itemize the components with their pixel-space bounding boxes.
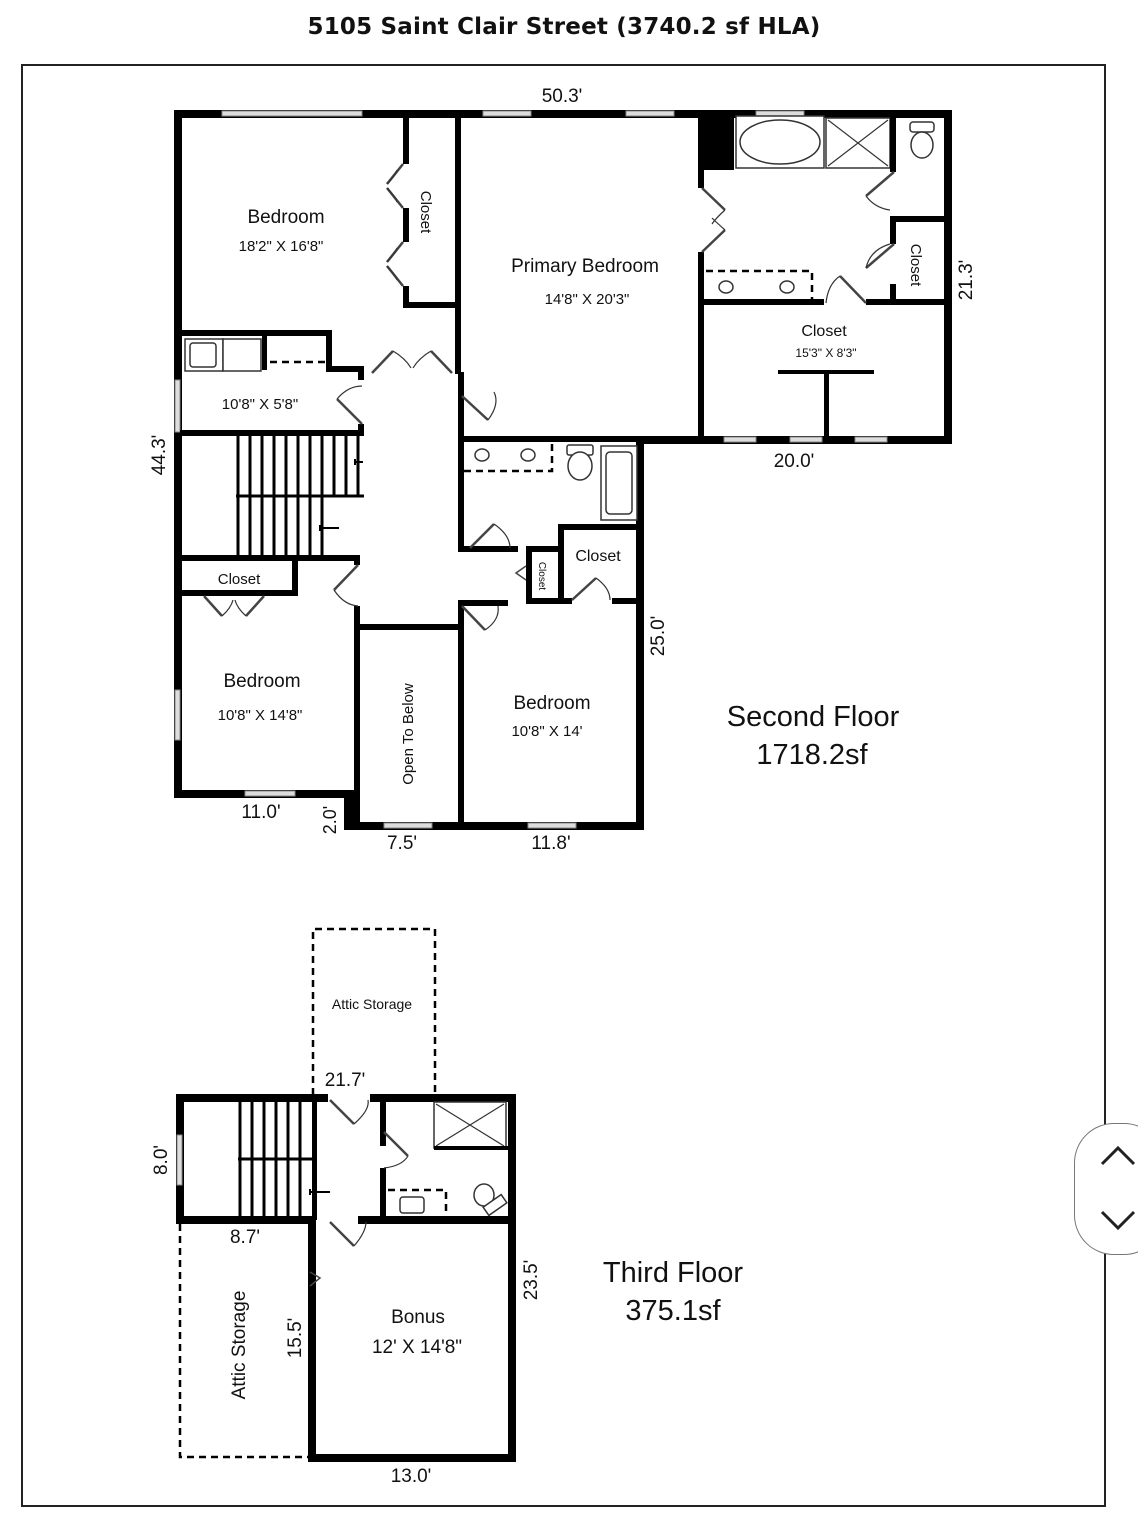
room-name: Bedroom: [513, 693, 590, 714]
room-size: 15'3" X 8'3": [795, 346, 856, 360]
third-floor-labels: Attic Storage Attic Storage Bonus 12' X …: [151, 996, 743, 1487]
floor-label: Third Floor: [603, 1257, 744, 1289]
dimension-label: 11.0': [241, 802, 280, 823]
room-name: Bedroom: [223, 671, 300, 692]
dimension-label: 11.8': [531, 833, 570, 854]
room-size: 18'2" X 16'8": [239, 238, 324, 255]
sink-icon: [718, 280, 795, 294]
floor-label: Second Floor: [727, 701, 900, 733]
dimension-label: 25.0': [648, 616, 669, 657]
room-name: Closet: [907, 244, 924, 287]
page-title: 5105 Saint Clair Street (3740.2 sf HLA): [307, 14, 821, 40]
room-name: Closet: [218, 571, 261, 588]
third-floor-plan: [176, 927, 516, 1462]
room-name: Closet: [417, 191, 434, 234]
room-size: 14'8" X 20'3": [545, 291, 630, 308]
plan-frame: [21, 64, 1106, 1507]
room-name: Attic Storage: [229, 1291, 250, 1400]
room-name: Closet: [575, 548, 621, 565]
dimension-label: 2.0': [320, 806, 340, 834]
room-name: Closet: [801, 323, 847, 340]
scroll-down-button[interactable]: [1095, 1200, 1138, 1240]
stairs-icon: [238, 1102, 330, 1220]
room-size: 10'8" X 14': [511, 723, 582, 740]
room-size: 12' X 14'8": [372, 1337, 462, 1358]
dimension-label: 50.3': [542, 86, 583, 107]
second-floor-plan: [174, 110, 952, 830]
room-name: Primary Bedroom: [511, 256, 659, 277]
room-name: Bedroom: [247, 207, 324, 228]
dimension-label: 8.0': [151, 1145, 172, 1175]
room-name: Open To Below: [400, 683, 417, 785]
dimension-label: 44.3': [149, 435, 170, 476]
page-nav-control: [1074, 1123, 1138, 1255]
room-size: 10'8" X 14'8": [218, 707, 303, 724]
second-floor-labels: Bedroom 18'2" X 16'8" Closet Primary Bed…: [149, 86, 977, 854]
room-size: 10'8" X 5'8": [222, 396, 298, 413]
room-name: Attic Storage: [332, 996, 412, 1012]
stairs-icon: [236, 436, 364, 558]
dimension-label: 15.5': [285, 1318, 306, 1359]
dimension-label: 13.0': [391, 1466, 432, 1487]
dimension-label: 21.3': [956, 260, 977, 301]
dimension-label: 20.0': [774, 451, 815, 472]
scroll-up-button[interactable]: [1095, 1138, 1138, 1178]
dimension-label: 7.5': [387, 833, 417, 854]
floor-area: 375.1sf: [625, 1295, 721, 1327]
chevron-up-icon: [1100, 1145, 1136, 1166]
room-name: Bonus: [391, 1307, 445, 1328]
dimension-label: 21.7': [325, 1070, 366, 1091]
dimension-label: 8.7': [230, 1227, 260, 1248]
chevron-down-icon: [1100, 1210, 1136, 1231]
floor-area: 1718.2sf: [756, 739, 868, 771]
dimension-label: 23.5': [521, 1260, 542, 1301]
room-name: Closet: [536, 562, 547, 591]
